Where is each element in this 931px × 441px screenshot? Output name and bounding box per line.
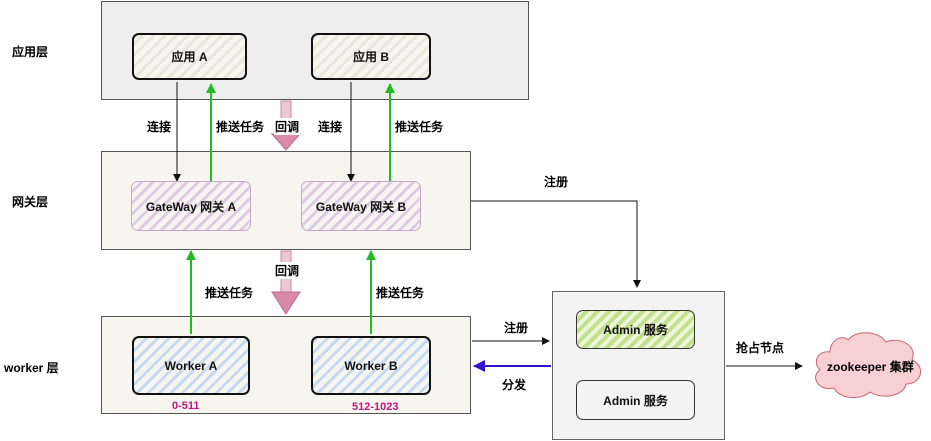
worker-b-range: 512-1023 (352, 401, 399, 413)
worker-a-node: Worker A (132, 336, 250, 395)
worker-b-node: Worker B (311, 336, 431, 395)
app-a-label: 应用 A (171, 50, 208, 64)
zookeeper-label: zookeeper 集群 (827, 360, 914, 374)
app-a-node: 应用 A (132, 33, 247, 80)
admin-service-b-label: Admin 服务 (603, 393, 668, 408)
register-label-worker: 注册 (504, 321, 529, 335)
admin-service-a-node: Admin 服务 (576, 310, 695, 349)
zookeeper-cloud-shape (815, 332, 921, 398)
grab-node-label: 抢占节点 (736, 341, 785, 355)
register-label-gateway: 注册 (544, 175, 569, 189)
push-task-label-worker-a: 推送任务 (205, 286, 254, 300)
push-task-label-worker-b: 推送任务 (376, 286, 425, 300)
dispatch-label: 分发 (502, 378, 527, 392)
connect-label-b: 连接 (318, 120, 343, 134)
app-b-node: 应用 B (311, 33, 431, 80)
worker-a-label: Worker A (164, 358, 218, 373)
callback-label-bottom: 回调 (274, 262, 301, 279)
callback-label-top: 回调 (274, 118, 301, 135)
push-task-label-b: 推送任务 (395, 120, 444, 134)
callback-arrow-bottom (271, 250, 301, 315)
application-layer-label: 应用层 (12, 45, 49, 59)
admin-service-a-label: Admin 服务 (603, 323, 668, 337)
gateway-b-label: GateWay 网关 B (315, 199, 407, 214)
admin-service-b-node: Admin 服务 (576, 380, 695, 420)
worker-a-range: 0-511 (172, 400, 200, 412)
gateway-layer-label: 网关层 (12, 195, 49, 209)
gateway-b-node: GateWay 网关 B (301, 181, 421, 231)
worker-layer-label: worker 层 (4, 361, 59, 375)
gateway-a-node: GateWay 网关 A (131, 181, 251, 231)
worker-b-label: Worker B (344, 358, 398, 373)
register-arrow-gateway (471, 200, 641, 288)
connect-label-a: 连接 (147, 120, 172, 134)
gateway-a-label: GateWay 网关 A (145, 199, 237, 214)
app-b-label: 应用 B (352, 50, 389, 64)
push-task-label-a: 推送任务 (216, 120, 265, 134)
